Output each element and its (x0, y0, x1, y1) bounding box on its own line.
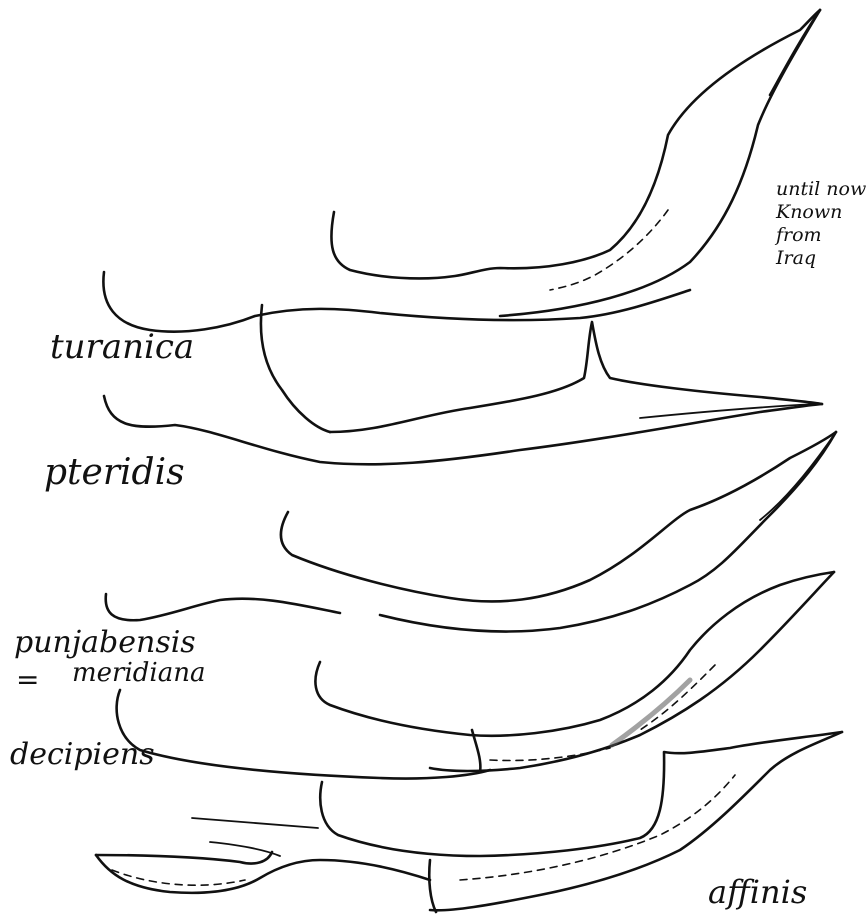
iraq-specimen-tip-line (770, 10, 820, 95)
label-punjabensis: punjabensis (14, 628, 196, 658)
affinis-dashed-duct (460, 775, 735, 880)
affinis-stroke-1 (192, 818, 318, 828)
drawing-pteridis (104, 322, 822, 464)
pteridis-ventral-line (104, 396, 822, 464)
punjabensis-outline (281, 432, 836, 601)
drawing-iraq-specimen (331, 10, 820, 316)
label-decipiens: decipiens (10, 740, 155, 770)
iraq-note-line-1: until now (776, 178, 866, 201)
affinis-upper-outline (320, 732, 842, 856)
affinis-front-lobe (429, 860, 436, 912)
label-turanica: turanica (50, 330, 194, 364)
decipiens-dashed-duct-lower (490, 748, 610, 761)
turanica-outline (103, 272, 690, 332)
iraq-note-line-2: Known (776, 201, 866, 224)
label-affinis: affinis (708, 876, 807, 908)
iraq-note-line-4: Iraq (776, 247, 866, 270)
label-meridiana: meridiana (72, 660, 206, 686)
drawing-punjabensis (106, 432, 836, 632)
synonym-equals-sign: = (16, 666, 39, 694)
label-pteridis: pteridis (44, 455, 185, 491)
punjabensis-inner-edge (380, 432, 836, 632)
iraq-note: until now Known from Iraq (776, 178, 866, 270)
punjabensis-basal-curve (106, 594, 340, 620)
decipiens-basal-curve (117, 690, 490, 779)
pteridis-dorsal-line (330, 322, 822, 432)
iraq-specimen-outline (331, 10, 820, 278)
turanica-front-lobe (261, 305, 330, 432)
affinis-stroke-2 (210, 842, 280, 856)
affinis-basal-tail-upper (96, 852, 272, 864)
punjabensis-tip-line (760, 432, 836, 520)
pteridis-tip-line (640, 404, 815, 418)
iraq-note-line-3: from (776, 224, 866, 247)
